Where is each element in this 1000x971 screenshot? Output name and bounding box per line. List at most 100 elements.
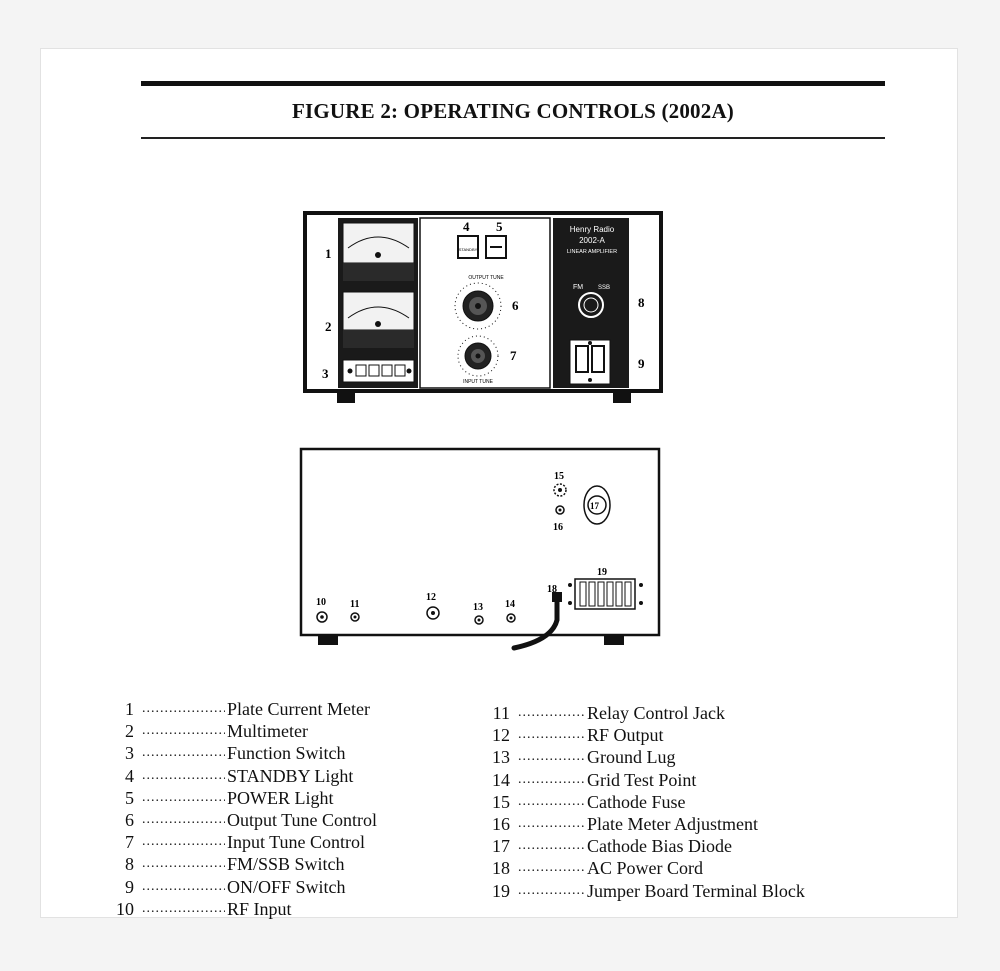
callout-16: 16 xyxy=(553,522,563,533)
ac-power-cord xyxy=(511,595,560,651)
legend-item: 6....................Output Tune Control xyxy=(100,809,400,831)
legend-item-label: FM/SSB Switch xyxy=(227,854,345,875)
legend-item-label: Cathode Fuse xyxy=(587,791,686,812)
legend-item-leader: .................... xyxy=(142,701,225,716)
legend-right: 11....................Relay Control Jack… xyxy=(470,702,840,912)
rf-output-jack xyxy=(426,606,440,620)
rear-foot-right xyxy=(604,635,624,645)
legend-item-number: 4 xyxy=(125,765,134,786)
callout-1: 1 xyxy=(325,246,332,261)
legend-item-label: Jumper Board Terminal Block xyxy=(587,880,805,901)
legend-item: 13....................Ground Lug xyxy=(470,746,840,768)
legend-item-leader: .................... xyxy=(142,900,225,916)
callout-14: 14 xyxy=(505,599,515,610)
callout-10: 10 xyxy=(316,597,326,608)
legend-item: 8....................FM/SSB Switch xyxy=(100,853,400,875)
legend-item: 3....................Function Switch xyxy=(100,742,400,764)
legend-item-leader: .................... xyxy=(518,882,585,898)
legend-item-leader: .................... xyxy=(518,749,585,765)
legend-item-number: 18 xyxy=(492,858,510,879)
rear-panel xyxy=(299,447,661,651)
legend-item-leader: .................... xyxy=(518,727,585,743)
callout-17: 17 xyxy=(590,501,600,511)
ground-lug xyxy=(474,615,484,625)
legend-item-number: 3 xyxy=(125,743,134,764)
legend-item-number: 8 xyxy=(125,854,134,875)
legend-item-leader: .................... xyxy=(518,860,585,876)
legend-item-label: Cathode Bias Diode xyxy=(587,836,732,857)
legend-item-leader: .................... xyxy=(142,856,225,872)
legend-item-number: 19 xyxy=(492,880,510,901)
legend-item-number: 15 xyxy=(492,791,510,812)
legend-item-number: 2 xyxy=(125,721,134,742)
callout-9: 9 xyxy=(638,356,645,371)
legend-item-leader: .................... xyxy=(142,789,225,805)
legend-item-leader: .................... xyxy=(142,834,225,850)
header-rule-top xyxy=(141,81,885,86)
callout-4: 4 xyxy=(463,219,470,234)
legend-item-number: 16 xyxy=(492,814,510,834)
front-callouts: 1 2 3 4 5 6 7 8 9 xyxy=(322,219,645,381)
legend-item-number: 11 xyxy=(492,703,510,723)
legend-item: 16....................Plate Meter Adjust… xyxy=(470,813,840,835)
cathode-bias-diode xyxy=(583,485,611,525)
legend-item-number: 5 xyxy=(125,787,134,808)
legend-item-label: RF Output xyxy=(587,725,664,746)
rear-foot-left xyxy=(318,635,338,645)
legend-item: 19....................Jumper Board Termi… xyxy=(470,880,840,902)
legend-item-leader: .................... xyxy=(142,878,225,894)
multimeter xyxy=(342,291,415,348)
legend-item-leader: .................... xyxy=(518,816,585,831)
legend-item-label: STANDBY Light xyxy=(227,765,354,786)
standby-light-label: STANDBY xyxy=(459,247,478,252)
legend-item-number: 10 xyxy=(116,898,134,919)
legend-item: 1....................Plate Current Meter xyxy=(100,698,400,720)
legend-item: 2....................Multimeter xyxy=(100,720,400,742)
ssb-label: SSB xyxy=(598,285,610,291)
fm-label: FM xyxy=(573,284,583,291)
cathode-fuse xyxy=(553,483,567,497)
callout-15: 15 xyxy=(554,471,564,482)
legend-item-label: POWER Light xyxy=(227,787,334,808)
brand-name: Henry Radio xyxy=(570,225,615,234)
front-panel: STANDBY OUTPUT TUNE INPUT TUNE Henry Rad… xyxy=(303,211,663,403)
input-tune-knob xyxy=(457,335,499,377)
legend-item-number: 14 xyxy=(492,769,510,790)
legend-item-label: Function Switch xyxy=(227,743,346,764)
callout-2: 2 xyxy=(325,319,332,334)
power-light xyxy=(485,235,507,259)
plate-current-meter xyxy=(342,222,415,281)
legend-item-label: RF Input xyxy=(227,898,292,919)
legend-item-number: 6 xyxy=(125,810,134,830)
front-foot-right xyxy=(613,391,631,403)
on-off-switch xyxy=(569,339,611,385)
output-tune-label: OUTPUT TUNE xyxy=(468,275,504,281)
legend-item-number: 13 xyxy=(492,747,510,768)
legend-item-label: Plate Current Meter xyxy=(227,699,370,719)
legend-item-label: ON/OFF Switch xyxy=(227,876,346,897)
legend-item-number: 17 xyxy=(492,836,510,857)
legend-item-label: Plate Meter Adjustment xyxy=(587,814,758,834)
legend-item: 17....................Cathode Bias Diode xyxy=(470,835,840,857)
legend-item-label: AC Power Cord xyxy=(587,858,703,879)
right-margin-panel xyxy=(629,218,657,388)
callout-18: 18 xyxy=(547,584,557,595)
legend-item-label: Multimeter xyxy=(227,721,308,742)
legend-item-leader: .................... xyxy=(518,793,585,809)
callout-6: 6 xyxy=(512,298,519,313)
legend-item-leader: .................... xyxy=(142,767,225,783)
legend-item-leader: .................... xyxy=(142,812,225,827)
ac-power-cord-strain-relief xyxy=(552,592,562,602)
input-tune-label: INPUT TUNE xyxy=(463,379,493,385)
fm-ssb-switch xyxy=(578,292,604,318)
legend-item: 12....................RF Output xyxy=(470,724,840,746)
plate-meter-adjustment xyxy=(555,505,565,515)
legend-left: 1....................Plate Current Meter… xyxy=(100,698,400,930)
legend-item: 18....................AC Power Cord xyxy=(470,857,840,879)
legend-item-number: 12 xyxy=(492,725,510,746)
legend-item: 14....................Grid Test Point xyxy=(470,769,840,791)
legend-item-leader: .................... xyxy=(518,771,585,787)
header-rule-bottom xyxy=(141,137,885,139)
legend-item: 5....................POWER Light xyxy=(100,787,400,809)
